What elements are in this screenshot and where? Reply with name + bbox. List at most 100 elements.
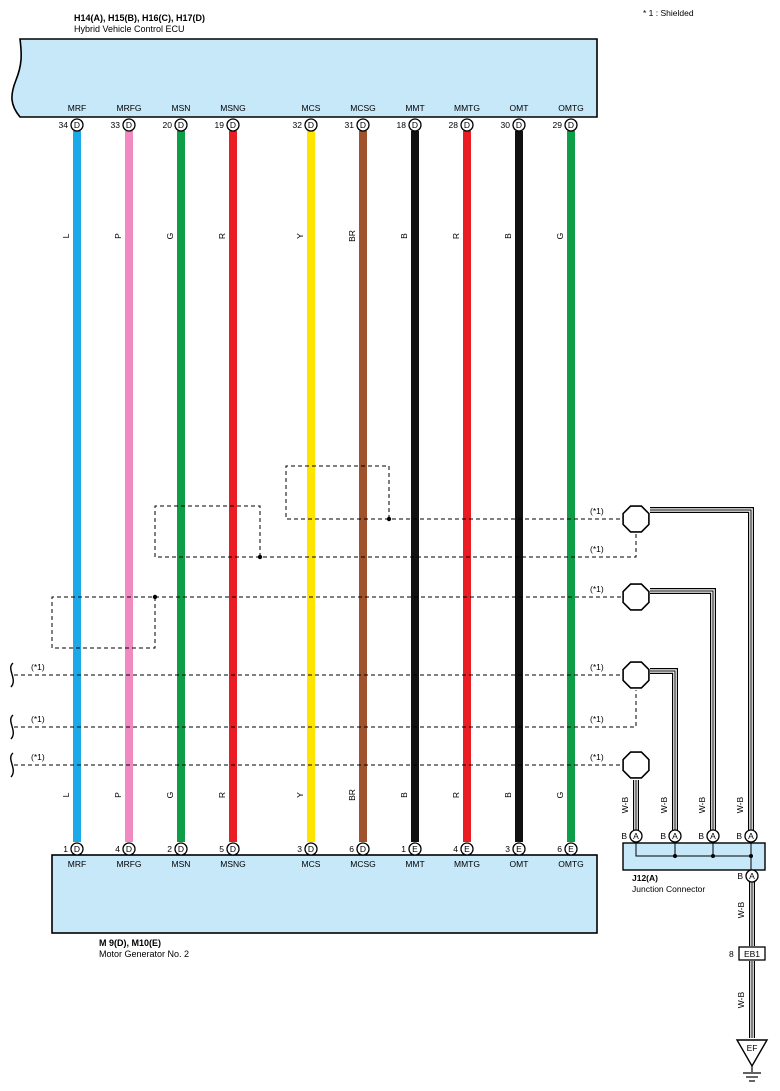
ecu-pin-number: 28 [449,120,459,130]
shield-label: (*1) [590,662,604,672]
ecu-terminal [174,118,188,132]
ecu-signal-label: MCSG [350,103,376,113]
motor-terminal-letter: D [230,844,236,854]
ecu-terminal-letter: D [230,120,236,130]
shield-line-1b [154,505,637,558]
wire-color-code: B [399,233,409,239]
ecu-signal-label: OMTG [558,103,584,113]
ecu-connectors-label: H14(A), H15(B), H16(C), H17(D) [74,13,205,23]
junction-lead-color: W-B [620,796,630,813]
ecu-terminal-letter: D [412,120,418,130]
ecu-terminal [564,118,578,132]
ecu-pin-number: 20 [163,120,173,130]
motor-signal-label: OMTG [558,859,584,869]
lead-shield-2 [650,588,716,830]
motor-terminal [460,842,474,856]
motor-pin-number: 2 [167,844,172,854]
wire-color-code: Y [295,233,305,239]
motor-terminal-letter: D [360,844,366,854]
shield-label: (*1) [31,752,45,762]
motor-terminal-letter: D [126,844,132,854]
wire-color-code: L [61,233,71,238]
motor-generator-box [51,854,598,934]
ecu-terminal [356,118,370,132]
motor-terminal [408,842,422,856]
shield-junction-dot [257,554,263,560]
shield-junction-dot [152,594,158,600]
motor-pin-number: 5 [219,844,224,854]
shield-octagon [622,751,650,779]
junction-output-letter: A [749,871,755,881]
wire-color-code: G [165,233,175,240]
motor-terminal-letter: E [464,844,470,854]
motor-pin-number: 3 [505,844,510,854]
shielded-legend: * 1 : Shielded [643,8,694,18]
motor-terminal [174,842,188,856]
motor-signal-label: MMTG [454,859,480,869]
wire-color-code: BR [347,230,357,242]
wire-color-code: P [113,233,123,239]
ecu-terminal-letter: D [178,120,184,130]
wire-color-code: R [217,792,227,798]
lead-shield-2-core [650,590,714,830]
ecu-terminal-letter: D [74,120,80,130]
shield-label: (*1) [31,714,45,724]
motor-signal-label: OMT [510,859,529,869]
motor-signal-label: MRFG [116,859,141,869]
shield-label: (*1) [590,506,604,516]
wire-color-code: Y [295,792,305,798]
motor-signal-label: MMT [405,859,424,869]
junction-bus [635,842,752,857]
eb1-label: EB1 [744,949,760,959]
junction-pin-letter: A [748,831,754,841]
ecu-terminal-letter: D [126,120,132,130]
shield-label: (*1) [31,662,45,672]
junction-pin-color: B [660,831,666,841]
motor-pin-number: 1 [401,844,406,854]
motor-terminal [304,842,318,856]
motor-terminal-letter: E [412,844,418,854]
wire-color-code: L [61,792,71,797]
wire-color-code: BR [347,789,357,801]
motor-pin-number: 6 [557,844,562,854]
motor-terminal-letter: D [178,844,184,854]
junction-lead-color: W-B [735,796,745,813]
wire-color-code: G [165,792,175,799]
motor-pin-number: 4 [115,844,120,854]
motor-terminal-letter: E [568,844,574,854]
lead-shield-3-core [650,670,676,830]
lead-shield-2-inner [650,589,715,830]
ecu-terminal [70,118,84,132]
junction-output-color: B [737,871,743,881]
wire-color-code: B [503,792,513,798]
motor-terminal [226,842,240,856]
motor-signal-label: MRF [68,859,86,869]
motor-terminal-letter: E [516,844,522,854]
ecu-terminal [304,118,318,132]
shield-octagon [622,505,650,533]
motor-signal-label: MSN [172,859,191,869]
ground-lead-color: W-B [736,901,746,918]
shield-line-1a [285,465,622,520]
break-mark [10,752,14,778]
lead-shield-1-core [650,509,752,830]
ecu-signal-label: MMTG [454,103,480,113]
motor-signal-label: MCS [302,859,321,869]
motor-terminal-letter: D [74,844,80,854]
wire-color-code: B [399,792,409,798]
ecu-terminal [512,118,526,132]
shield-label: (*1) [590,584,604,594]
ecu-signal-label: MSN [172,103,191,113]
junction-output-pin [745,869,759,883]
eb1-connector [738,946,766,961]
shield-line-2 [51,596,622,649]
wire-color-code: P [113,792,123,798]
break-mark [10,714,14,740]
ecu-pin-number: 33 [111,120,121,130]
motor-terminal [70,842,84,856]
motor-pin-number: 3 [297,844,302,854]
ecu-pin-number: 31 [345,120,355,130]
